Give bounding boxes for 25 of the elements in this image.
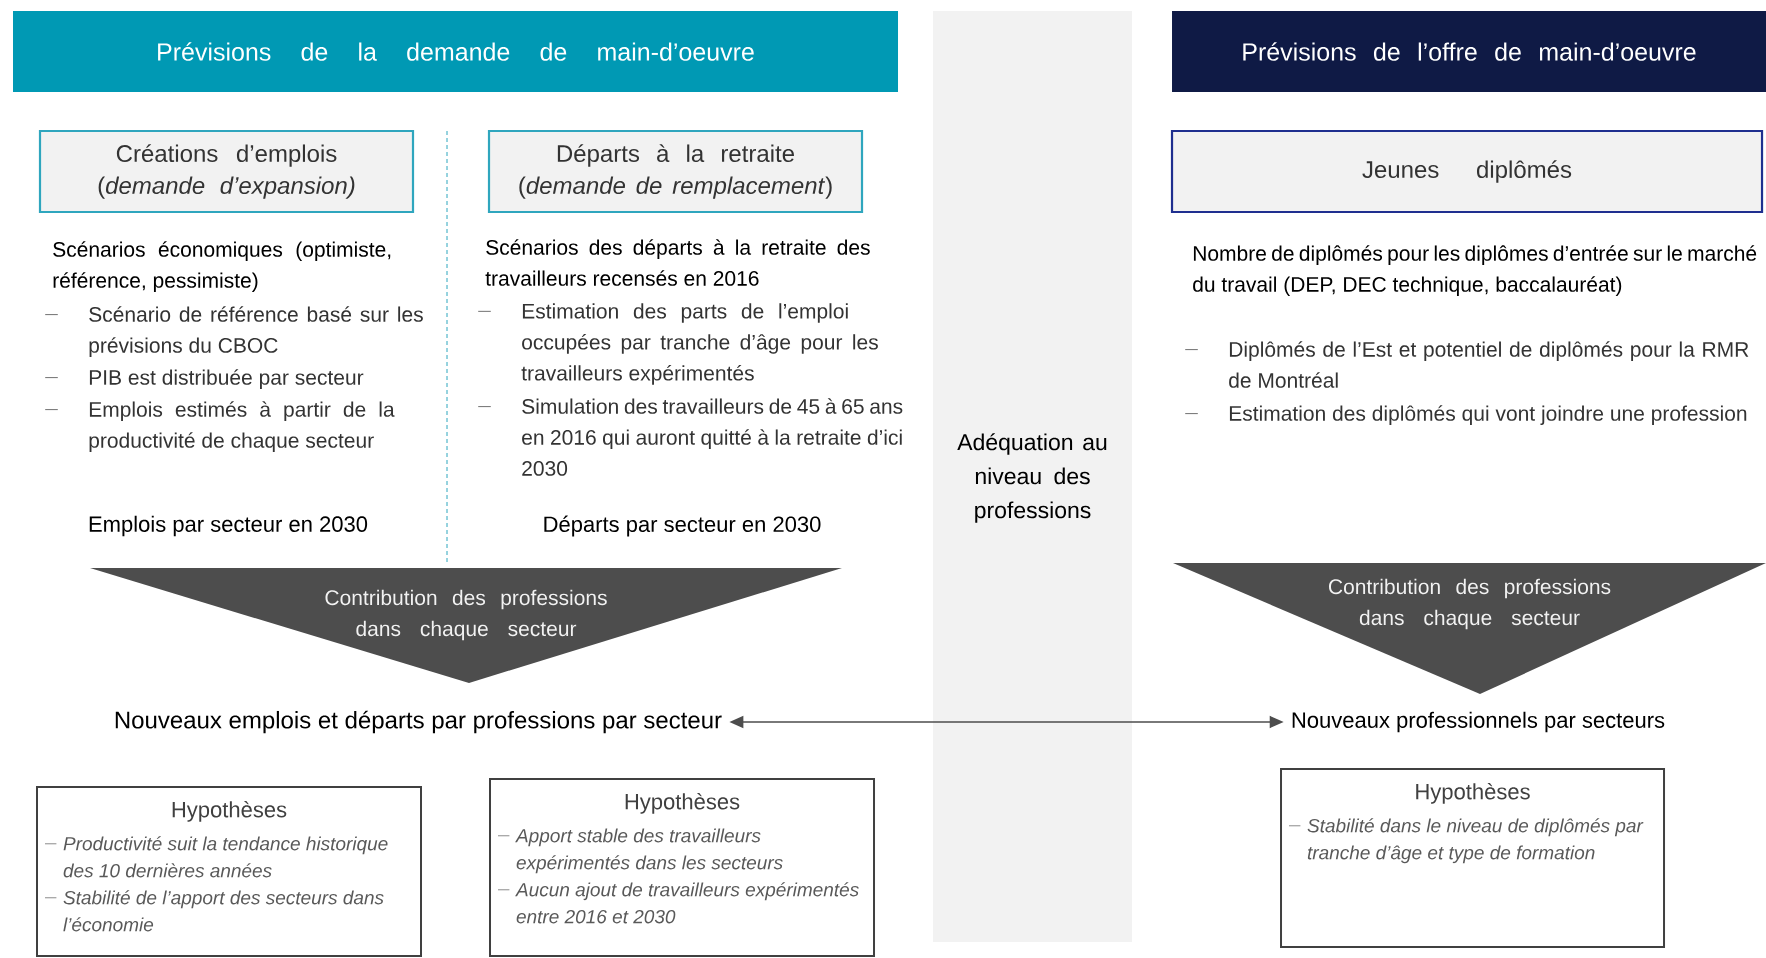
bullet-item: Simulation des travailleurs de 45 à 65 ans en 2016 qui auront quitté à la retraite d’ici 2030 — [477, 398, 903, 476]
category-box: Créations d’emplois (demande d’expansion) — [38, 129, 415, 214]
category-box: Départs à la retraite (demande de remplacement) — [487, 129, 864, 214]
bullet-item: Scénario de référence basé sur les prévisions du CBOC — [44, 306, 423, 358]
assumption-box: Hypothèses Productivité suit la tendance historique des 10 dernières années Stabilité de l’apport des secteurs dans l’économie — [36, 786, 422, 957]
header-band: Prévisions de l’offre de main-d’oeuvre — [1172, 11, 1766, 92]
heading-text: Scénarios économiques (optimiste, référence, pessimiste) — [53, 241, 391, 293]
bullet-item: Emplois estimés à partir de la productivité de chaque secteur — [44, 401, 395, 453]
funnel-triangle: Contribution des professions dans chaque secteur — [1173, 563, 1766, 694]
output-text: Nouveaux professionnels par secteurs — [1292, 711, 1665, 733]
assumption-box: Hypothèses Stabilité dans le niveau de diplômés par tranche d’âge et type de formation — [1280, 768, 1665, 948]
column-title: Adéquation au niveau des professions — [957, 433, 1107, 523]
bullet-item: PIB est distribuée par secteur — [44, 369, 364, 390]
result-text: Emplois par secteur en 2030 — [89, 515, 368, 537]
funnel-triangle: Contribution des professions dans chaque secteur — [90, 568, 842, 683]
header-band: Prévisions de la demande de main-d’oeuvre — [13, 11, 898, 92]
heading-text: Nombre de diplômés pour les diplômes d’entrée sur le marché du travail (DEP, DEC technique, baccalauréat) — [1193, 245, 1757, 296]
bullet-item: Estimation des parts de l’emploi occupées par tranche d’âge pour les travailleurs expérimentés — [477, 303, 878, 385]
category-box: Jeunes diplômés — [1170, 129, 1764, 214]
output-text: Nouveaux emplois et départs par professions par secteur — [115, 710, 722, 734]
bullet-item: Estimation des diplômés qui vont joindre une profession — [1184, 405, 1747, 426]
bullet-item: Diplômés de l’Est et potentiel de diplômés pour la RMR de Montréal — [1184, 341, 1749, 388]
result-text: Départs par secteur en 2030 — [544, 515, 821, 537]
assumption-box: Hypothèses Apport stable des travailleurs expérimentés dans les secteurs Aucun ajout de travailleurs expérimentés entre 2016 et 2030 — [489, 778, 875, 957]
heading-text: Scénarios des départs à la retraite des travailleurs recensés en 2016 — [485, 239, 870, 286]
